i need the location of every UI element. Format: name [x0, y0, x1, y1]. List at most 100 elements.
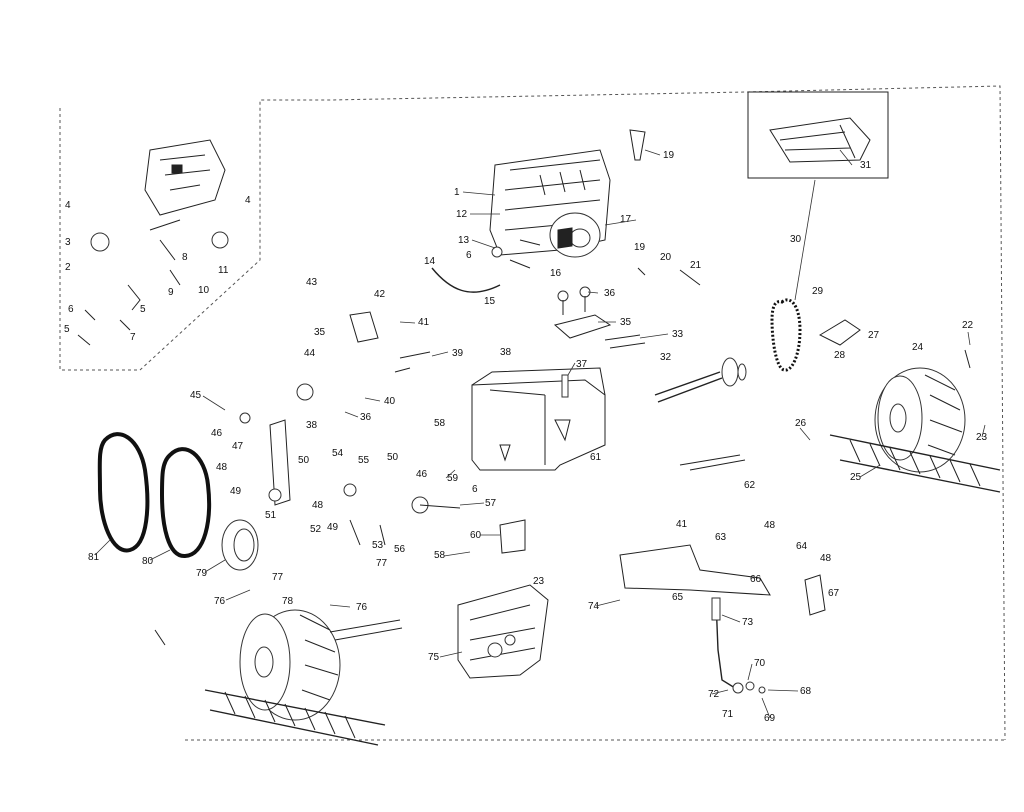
- label-77b: 77: [376, 558, 388, 569]
- label-48: 48: [216, 462, 228, 473]
- label-59: 59: [447, 473, 459, 484]
- label-65: 65: [672, 592, 684, 603]
- part-number-labels: 4 4 3 2 8 11 9 10 5 6 5 7 1 12 13 6 14 1…: [64, 150, 988, 724]
- label-38b: 38: [306, 420, 318, 431]
- label-35: 35: [620, 317, 632, 328]
- label-21: 21: [690, 260, 702, 271]
- label-68: 68: [800, 686, 812, 697]
- transmission-assembly: [457, 584, 549, 679]
- gearbox-housing: [471, 286, 612, 471]
- label-44: 44: [304, 348, 316, 359]
- drive-chain: [770, 179, 816, 372]
- label-29: 29: [812, 286, 824, 297]
- label-37: 37: [576, 359, 588, 370]
- label-6c: 6: [466, 250, 472, 261]
- label-7: 7: [130, 332, 136, 343]
- label-5: 5: [140, 304, 146, 315]
- label-39: 39: [452, 348, 464, 359]
- label-36: 36: [604, 288, 616, 299]
- label-46: 46: [211, 428, 223, 439]
- label-24: 24: [912, 342, 924, 353]
- label-50b: 50: [387, 452, 399, 463]
- diagram-frame: [59, 85, 1006, 741]
- label-47: 47: [232, 441, 244, 452]
- label-62: 62: [744, 480, 756, 491]
- label-20: 20: [660, 252, 672, 263]
- label-26: 26: [795, 418, 807, 429]
- label-4: 4: [65, 200, 71, 211]
- label-53: 53: [372, 540, 384, 551]
- label-76: 76: [214, 596, 226, 607]
- label-19b: 19: [634, 242, 646, 253]
- label-3: 3: [65, 237, 71, 248]
- label-4b: 4: [245, 195, 251, 206]
- label-58b: 58: [434, 550, 446, 561]
- label-76b: 76: [356, 602, 368, 613]
- label-64: 64: [796, 541, 808, 552]
- label-30: 30: [790, 234, 802, 245]
- label-33: 33: [672, 329, 684, 340]
- label-55: 55: [358, 455, 370, 466]
- label-22: 22: [962, 320, 974, 331]
- label-46b: 46: [416, 469, 428, 480]
- label-54: 54: [332, 448, 344, 459]
- frame-bracket: [619, 544, 826, 616]
- label-35b: 35: [314, 327, 326, 338]
- label-72: 72: [708, 689, 720, 700]
- label-66: 66: [750, 574, 762, 585]
- label-49b: 49: [327, 522, 339, 533]
- label-23: 23: [976, 432, 988, 443]
- label-48b: 48: [312, 500, 324, 511]
- label-15: 15: [484, 296, 496, 307]
- label-81: 81: [88, 552, 100, 563]
- label-61: 61: [590, 452, 602, 463]
- label-52: 52: [310, 524, 322, 535]
- pulley: [221, 519, 259, 571]
- label-48d: 48: [820, 553, 832, 564]
- label-73: 73: [742, 617, 754, 628]
- label-74: 74: [588, 601, 600, 612]
- label-78: 78: [282, 596, 294, 607]
- label-79: 79: [196, 568, 208, 579]
- label-9: 9: [168, 287, 174, 298]
- label-56: 56: [394, 544, 406, 555]
- label-19: 19: [663, 150, 675, 161]
- label-67: 67: [828, 588, 840, 599]
- label-31: 31: [860, 160, 872, 171]
- inset-box-part-31: [747, 91, 889, 179]
- label-16: 16: [550, 268, 562, 279]
- label-48c: 48: [764, 520, 776, 531]
- label-57: 57: [485, 498, 497, 509]
- label-10: 10: [198, 285, 210, 296]
- label-77: 77: [272, 572, 284, 583]
- label-12: 12: [456, 209, 468, 220]
- drive-belts: [97, 432, 212, 558]
- label-80: 80: [142, 556, 154, 567]
- label-28: 28: [834, 350, 846, 361]
- label-13: 13: [458, 235, 470, 246]
- label-8: 8: [182, 252, 188, 263]
- label-42: 42: [374, 289, 386, 300]
- label-36b: 36: [360, 412, 372, 423]
- label-58: 58: [434, 418, 446, 429]
- label-40: 40: [384, 396, 396, 407]
- shift-linkage: [711, 597, 766, 694]
- label-5b: 5: [64, 324, 70, 335]
- label-71: 71: [722, 709, 734, 720]
- label-41: 41: [418, 317, 430, 328]
- label-70: 70: [754, 658, 766, 669]
- label-6: 6: [68, 304, 74, 315]
- label-6d: 6: [472, 484, 478, 495]
- label-17: 17: [620, 214, 632, 225]
- leader-lines: [94, 149, 986, 719]
- label-75: 75: [428, 652, 440, 663]
- label-14: 14: [424, 256, 436, 267]
- label-69: 69: [764, 713, 776, 724]
- axle-shaft: [654, 357, 747, 403]
- handle-assembly: [77, 139, 229, 346]
- label-23b: 23: [533, 576, 545, 587]
- right-wheel-assembly: [818, 319, 1001, 493]
- left-wheel-assembly: [204, 609, 403, 746]
- label-45: 45: [190, 390, 202, 401]
